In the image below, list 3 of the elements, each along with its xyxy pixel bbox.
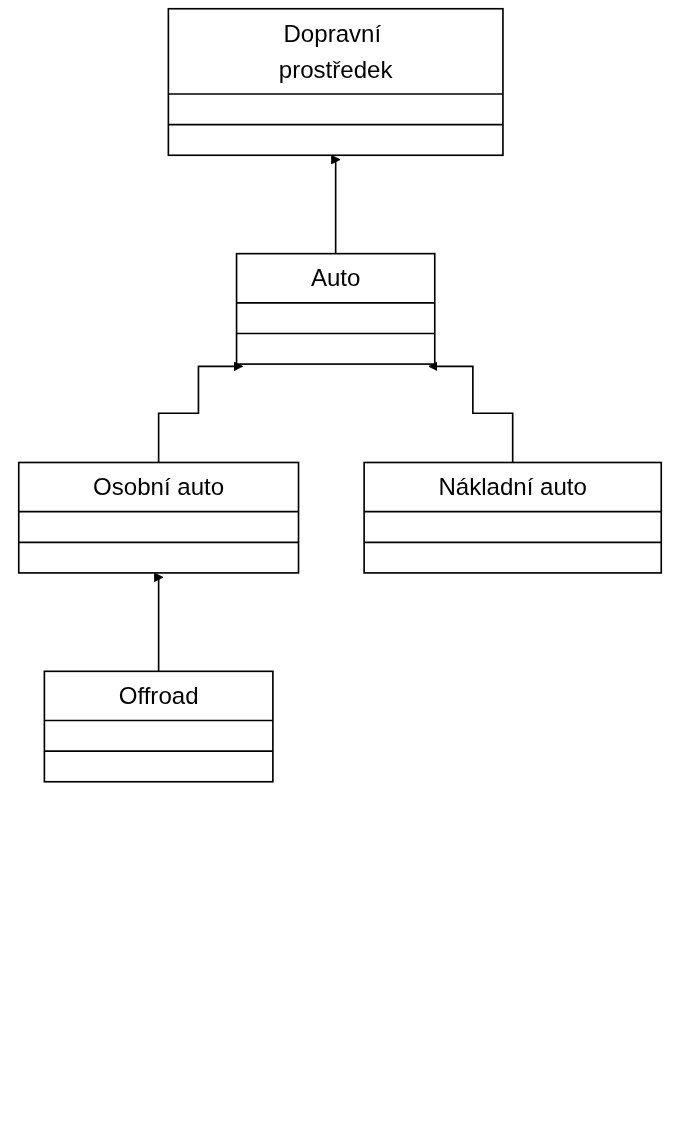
arrow — [427, 361, 513, 464]
arrow — [153, 572, 163, 673]
arrow — [330, 154, 340, 255]
